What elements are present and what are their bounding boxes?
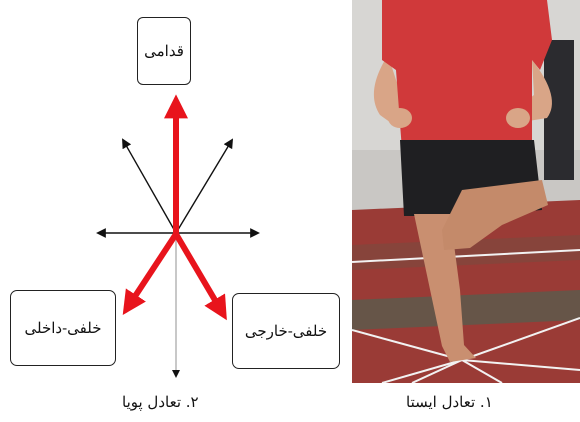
label-anterior-text: قدامی (144, 42, 184, 60)
label-posterolateral: خلفی-خارجی (232, 293, 340, 369)
label-posteromedial: خلفی-داخلی (10, 290, 116, 366)
arrow-south-head (172, 370, 180, 378)
label-anterior: قدامی (137, 17, 191, 85)
static-balance-photo (352, 0, 580, 383)
arrow-northwest (123, 140, 176, 233)
arrow-northeast (176, 140, 232, 233)
arrow-posterolateral (176, 234, 222, 312)
caption-dynamic-balance: ۲. تعادل پویا (122, 393, 199, 411)
caption-static-balance: ۱. تعادل ایستا (406, 393, 493, 411)
label-posteromedial-text: خلفی-داخلی (25, 319, 102, 337)
label-posterolateral-text: خلفی-خارجی (245, 322, 327, 340)
arrow-posteromedial (128, 234, 176, 307)
